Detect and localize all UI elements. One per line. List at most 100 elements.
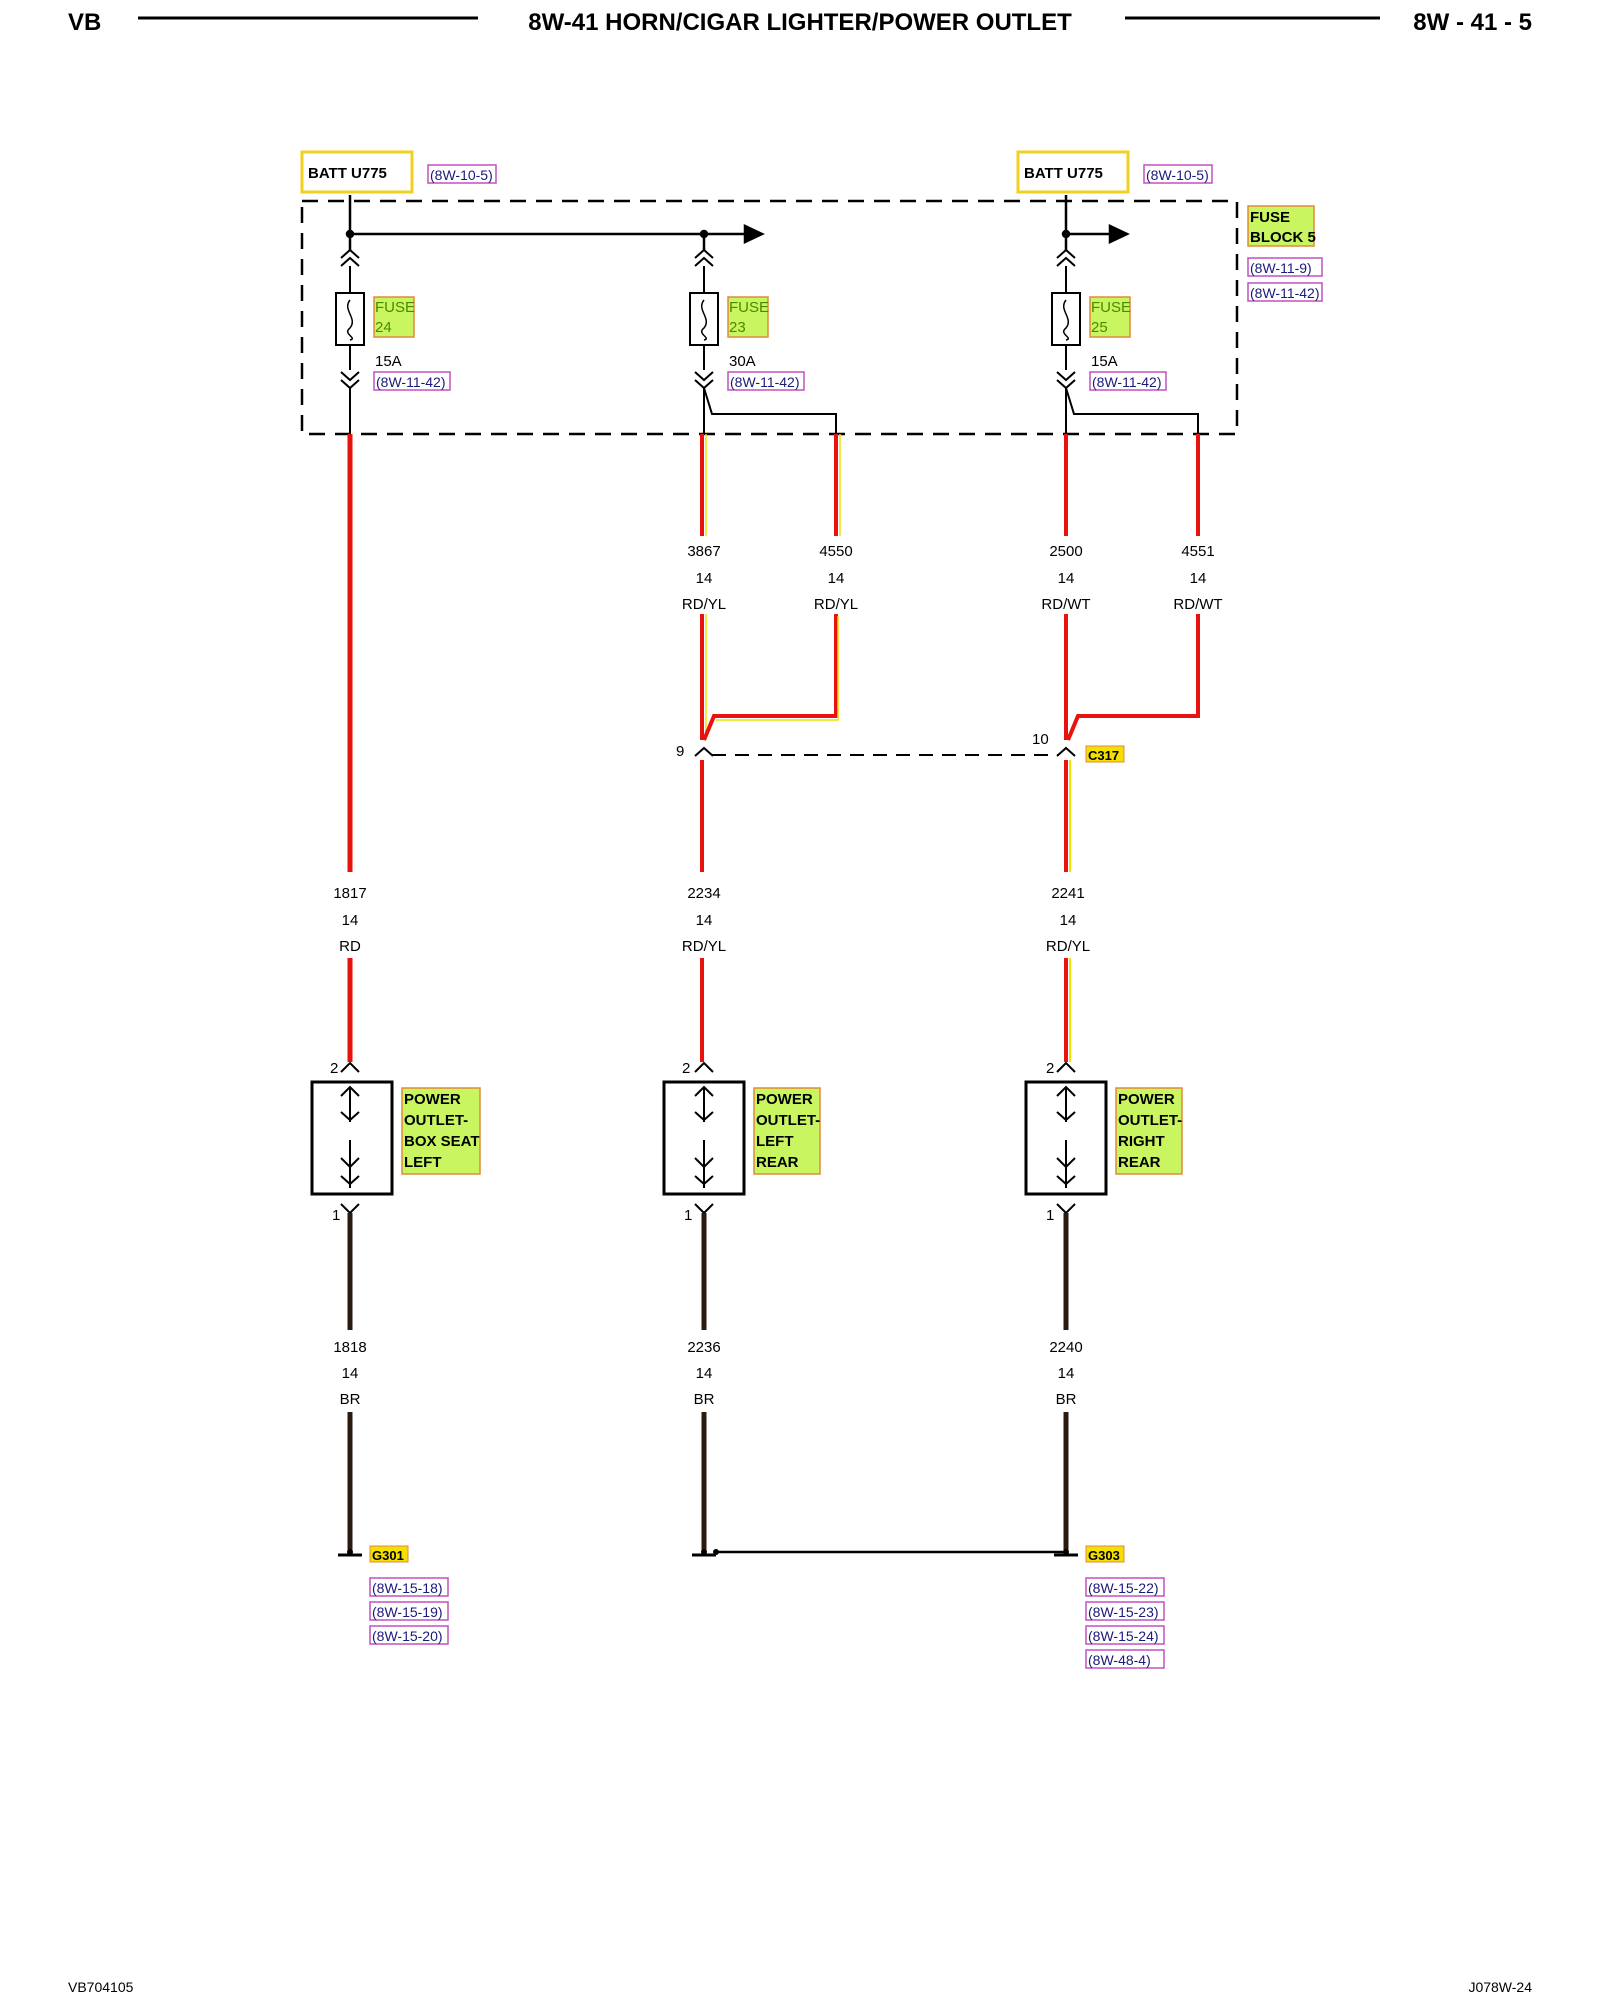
fuse-block-outline xyxy=(300,199,1239,436)
batt-label: BATT U775 xyxy=(308,165,387,182)
wire-gauge: 14 xyxy=(1060,912,1077,929)
wire-circuit: 2236 xyxy=(687,1339,720,1356)
wire-label-upper: 3867 14 RD/YL xyxy=(682,543,726,613)
wire-label-ground: 2236 14 BR xyxy=(687,1339,720,1408)
wire-circuit: 2241 xyxy=(1051,885,1084,902)
connector-c317: 9 10 C317 xyxy=(676,731,1125,763)
fuse-number: 23 xyxy=(729,319,746,336)
wire-color: RD/YL xyxy=(682,596,726,613)
wire-color: RD/YL xyxy=(682,938,726,955)
fuse-23: FUSE 23 30A (8W-11-42) xyxy=(689,248,837,434)
fuse-block-label-line2: BLOCK 5 xyxy=(1250,229,1316,246)
wire-2241 xyxy=(1064,760,1071,1062)
outlet-label: OUTLET- xyxy=(1118,1112,1182,1129)
outlet-label: POWER xyxy=(1118,1091,1175,1108)
outlet-label: OUTLET- xyxy=(756,1112,820,1129)
outlet-label: LEFT xyxy=(404,1154,442,1171)
fuse-25: FUSE 25 15A (8W-11-42) xyxy=(1051,248,1199,434)
fuse-rating: 15A xyxy=(375,353,402,370)
wire-gauge: 14 xyxy=(1190,570,1207,587)
ground-ref: (8W-15-20) xyxy=(372,1628,443,1644)
fuse-ref: (8W-11-42) xyxy=(730,374,800,390)
wire-label-upper: 2500 14 RD/WT xyxy=(1041,543,1090,613)
header-right: 8W - 41 - 5 xyxy=(1413,9,1532,36)
fuse-number: 24 xyxy=(375,319,392,336)
wire-3867 xyxy=(700,434,707,740)
wire-circuit: 2500 xyxy=(1049,543,1082,560)
wire-gauge: 14 xyxy=(696,1365,713,1382)
wire-color: RD/WT xyxy=(1041,596,1090,613)
outlet-label: POWER xyxy=(756,1091,813,1108)
wire-gauge: 14 xyxy=(828,570,845,587)
fuse-rating: 30A xyxy=(729,353,756,370)
ground-name: G303 xyxy=(1088,1548,1120,1563)
fuse-rating: 15A xyxy=(1091,353,1118,370)
wire-label-ground: 2240 14 BR xyxy=(1049,1339,1082,1408)
fuse-number: 25 xyxy=(1091,319,1108,336)
fuse-block-bus xyxy=(345,195,1130,250)
connector-pin: 10 xyxy=(1032,731,1049,748)
wire-color: BR xyxy=(340,1391,361,1408)
outlet-pin-top: 2 xyxy=(330,1060,338,1077)
fuse-24: FUSE 24 15A (8W-11-42) xyxy=(335,248,451,434)
wire-gauge: 14 xyxy=(1058,570,1075,587)
wire-gauge: 14 xyxy=(342,1365,359,1382)
batt-label: BATT U775 xyxy=(1024,165,1103,182)
wire-circuit: 1818 xyxy=(333,1339,366,1356)
batt-ref: (8W-10-5) xyxy=(430,167,493,183)
wire-circuit: 2234 xyxy=(687,885,720,902)
fuse-block-label: FUSE BLOCK 5 (8W-11-9) (8W-11-42) xyxy=(1247,205,1323,302)
wire-circuit: 2240 xyxy=(1049,1339,1082,1356)
batt-ref: (8W-10-5) xyxy=(1146,167,1209,183)
header-left: VB xyxy=(68,9,101,36)
fuse-label: FUSE xyxy=(729,299,769,316)
fuse-ref: (8W-11-42) xyxy=(376,374,446,390)
ground-name: G301 xyxy=(372,1548,404,1563)
ground-ref: (8W-15-24) xyxy=(1088,1628,1159,1644)
outlet-label: RIGHT xyxy=(1118,1133,1165,1150)
outlet-pin-top: 2 xyxy=(682,1060,690,1077)
ground-ref: (8W-15-22) xyxy=(1088,1580,1159,1596)
fuse-label: FUSE xyxy=(375,299,415,316)
connector-name: C317 xyxy=(1088,748,1119,763)
batt-feed-right: BATT U775 (8W-10-5) xyxy=(1016,150,1213,194)
outlet-pin-bottom: 1 xyxy=(1046,1207,1054,1224)
wire-color: RD/YL xyxy=(814,596,858,613)
wire-color: RD/WT xyxy=(1173,596,1222,613)
outlet-label: OUTLET- xyxy=(404,1112,468,1129)
outlet-label: REAR xyxy=(756,1154,799,1171)
fuse-block-label-line1: FUSE xyxy=(1250,209,1290,226)
outlet-pin-bottom: 1 xyxy=(332,1207,340,1224)
wire-4551 xyxy=(1066,434,1200,741)
wire-circuit: 3867 xyxy=(687,543,720,560)
outlet-label: POWER xyxy=(404,1091,461,1108)
ground-ref: (8W-15-23) xyxy=(1088,1604,1159,1620)
wire-gauge: 14 xyxy=(342,912,359,929)
wire-label-ground: 1818 14 BR xyxy=(333,1339,366,1408)
ground-ref: (8W-15-18) xyxy=(372,1580,443,1596)
wire-label-upper: 4551 14 RD/WT xyxy=(1173,543,1222,613)
wire-gauge: 14 xyxy=(696,912,713,929)
outlet-label: BOX SEAT xyxy=(404,1133,480,1150)
outlet-pin-top: 2 xyxy=(1046,1060,1054,1077)
outlet-pin-bottom: 1 xyxy=(684,1207,692,1224)
wire-label-mid: 1817 14 RD xyxy=(320,880,380,956)
power-outlet-right-rear: 2 1 POWER OUTLET- RIGHT REAR xyxy=(1024,1060,1183,1224)
connector-pin: 9 xyxy=(676,743,684,760)
outlet-label: LEFT xyxy=(756,1133,794,1150)
ground-ref: (8W-48-4) xyxy=(1088,1652,1151,1668)
power-outlet-left-rear: 2 1 POWER OUTLET- LEFT REAR xyxy=(662,1060,821,1224)
wire-color: RD xyxy=(339,938,361,955)
ground-ref: (8W-15-19) xyxy=(372,1604,443,1620)
outlet-label: REAR xyxy=(1118,1154,1161,1171)
wire-circuit: 1817 xyxy=(333,885,366,902)
wire-label-upper: 4550 14 RD/YL xyxy=(814,543,858,613)
wire-color: BR xyxy=(1056,1391,1077,1408)
wire-gauge: 14 xyxy=(1058,1365,1075,1382)
batt-feed-left: BATT U775 (8W-10-5) xyxy=(300,150,497,194)
wire-gauge: 14 xyxy=(696,570,713,587)
ground-g303: G303 (8W-15-22) (8W-15-23) (8W-15-24) (8… xyxy=(1054,1545,1165,1669)
wire-4550 xyxy=(702,434,841,741)
wire-circuit: 4550 xyxy=(819,543,852,560)
ground-g301: G301 (8W-15-18) (8W-15-19) (8W-15-20) xyxy=(338,1545,449,1645)
